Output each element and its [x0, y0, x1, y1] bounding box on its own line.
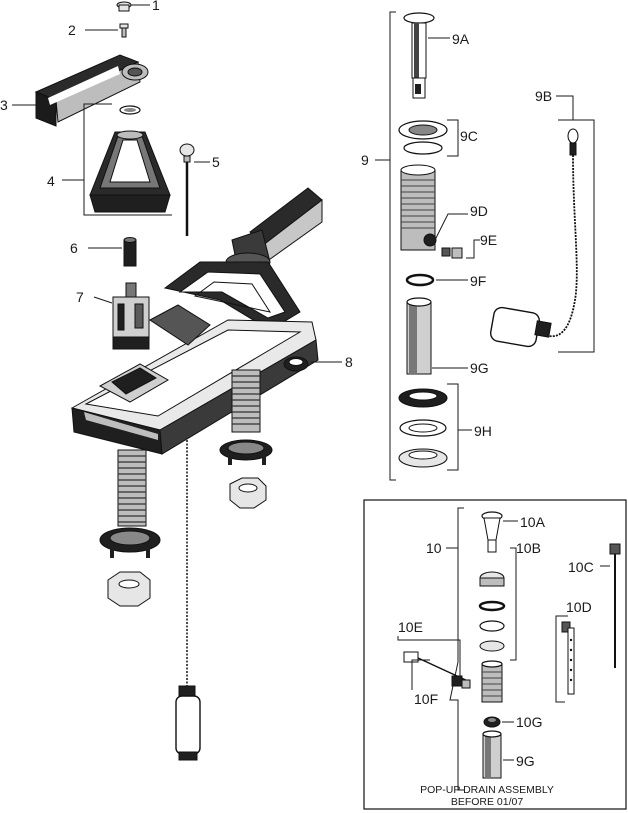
group-10-bracket: [446, 507, 464, 791]
callout-1: 1: [152, 0, 160, 13]
part-5-lift-rod: [179, 143, 210, 236]
part-10c-lift-rod: [600, 543, 621, 668]
part-9g-tailpiece: [406, 297, 468, 375]
callout-inset-9g: 9G: [516, 753, 535, 769]
callout-9d: 9D: [470, 203, 488, 219]
callout-10e: 10E: [398, 619, 423, 635]
callout-6: 6: [70, 240, 78, 256]
part-8-aerator: [283, 356, 342, 372]
part-9d-drain-body: [400, 164, 468, 251]
callout-9h: 9H: [474, 423, 492, 439]
part-4-escutcheon: [62, 103, 172, 216]
part-1-cap: [116, 1, 150, 12]
callout-7: 7: [76, 289, 84, 305]
part-9c-flange: [398, 119, 459, 157]
mounting-washer-left: [99, 527, 161, 558]
mounting-nut-left: [107, 571, 151, 607]
mounting-nut-right: [229, 477, 267, 509]
callout-9b: 9B: [535, 88, 552, 104]
part-inset-9g-tailpiece: [482, 730, 514, 779]
callout-5: 5: [212, 154, 220, 170]
part-3-lever-handle: [12, 54, 149, 127]
part-9b-cable-assembly: [489, 95, 595, 353]
threaded-shank-right: [231, 369, 261, 433]
part-10d-strap: [555, 615, 575, 703]
callout-10: 10: [426, 540, 442, 556]
callout-9: 9: [361, 152, 369, 168]
callout-9g: 9G: [470, 360, 489, 376]
part-2-screw: [85, 23, 129, 38]
callout-10g: 10G: [516, 714, 542, 730]
part-10g-o-ring: [483, 716, 514, 728]
lift-rod-cable: [175, 440, 201, 761]
part-6-adapter: [88, 237, 137, 267]
callout-8: 8: [345, 354, 353, 370]
part-9f-o-ring: [405, 273, 468, 287]
callout-10c: 10C: [568, 559, 594, 575]
mounting-washer-right: [219, 439, 273, 465]
callout-9c: 9C: [460, 128, 478, 144]
callout-9a: 9A: [452, 31, 470, 47]
part-10a-stopper: [481, 511, 518, 553]
callout-10a: 10A: [520, 514, 546, 530]
part-10b-flange-set: [478, 547, 517, 661]
callout-3: 3: [0, 97, 8, 113]
callout-2: 2: [68, 22, 76, 38]
threaded-shank-left: [117, 449, 147, 527]
inset-caption-line2: BEFORE 01/07: [451, 796, 524, 808]
callout-10d: 10D: [566, 599, 592, 615]
part-9e-pivot-nut: [441, 239, 480, 259]
inset-caption-line1: POP-UP DRAIN ASSEMBLY: [420, 784, 554, 796]
part-10f-pivot-nut: [411, 659, 471, 690]
group-9-bracket: [375, 11, 396, 481]
callout-9f: 9F: [470, 273, 486, 289]
part-9a-stopper: [403, 12, 450, 99]
callout-4: 4: [47, 173, 55, 189]
part-7-cartridge: [93, 282, 150, 350]
callout-9e: 9E: [480, 232, 497, 248]
faucet-body: [70, 187, 323, 455]
callout-10b: 10B: [516, 540, 541, 556]
part-9h-gasket-set: [398, 383, 472, 471]
part-10-drain-body: [481, 660, 503, 703]
callout-10f: 10F: [414, 691, 438, 707]
